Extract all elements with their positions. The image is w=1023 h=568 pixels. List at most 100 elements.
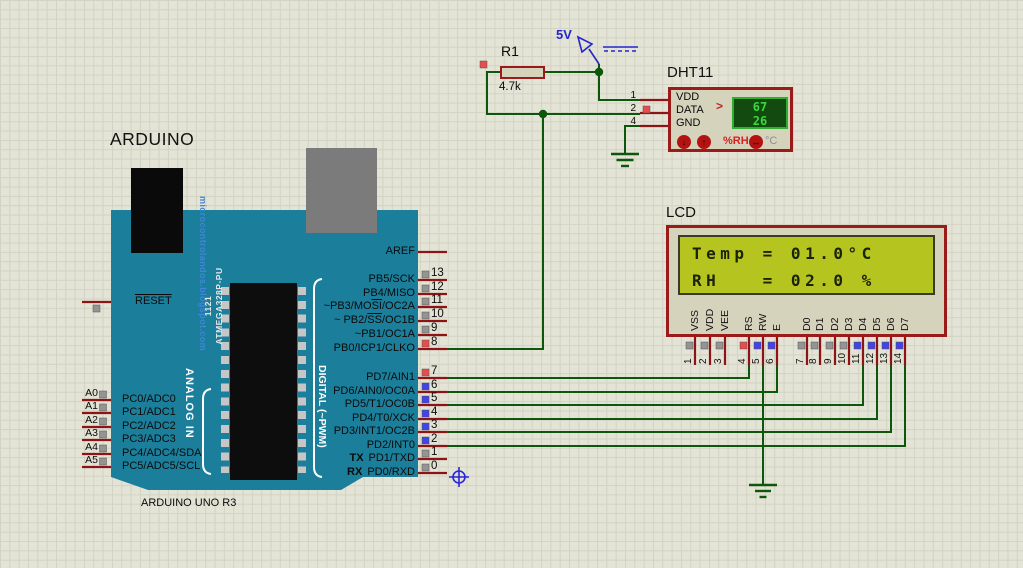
dht11-temperature-value: 26 — [752, 114, 768, 128]
atmega-chip[interactable] — [230, 283, 297, 480]
label-text: PD3/INT1/OC2B — [333, 425, 415, 437]
pin-label-pc1: PC1/ADC1 — [122, 406, 176, 418]
chip-pins-left — [221, 287, 229, 473]
pin-0[interactable]: 0 — [431, 460, 438, 472]
state-square-reset — [92, 304, 101, 313]
pin-8[interactable]: 8 — [431, 336, 438, 348]
label-text: /OC2A — [381, 300, 415, 312]
lcd-pin-label-vee: VEE — [719, 309, 731, 331]
state-square-pin11 — [421, 297, 430, 306]
lcd-pin-3[interactable]: 3 — [713, 358, 724, 364]
pin-a2[interactable]: A2 — [85, 414, 98, 426]
lcd-pin-label-d2: D2 — [829, 317, 841, 331]
tx-label: TX — [349, 452, 364, 464]
pin-11[interactable]: 11 — [431, 294, 443, 306]
lcd-pin-13[interactable]: 13 — [879, 352, 890, 364]
state-square-pin3 — [421, 422, 430, 431]
dht11-humidity-value: 67 — [752, 100, 768, 114]
label-text: PD2/INT0 — [366, 439, 415, 451]
pin-9[interactable]: 9 — [431, 322, 438, 334]
label-text: PD0/RXD — [367, 466, 415, 478]
resistor-r1-body[interactable] — [500, 66, 545, 79]
pin-label-pc3: PC3/ADC3 — [122, 433, 176, 445]
pin-a3[interactable]: A3 — [85, 427, 98, 439]
pin-3[interactable]: 3 — [431, 419, 438, 431]
wire-pin3-to-lcd-d6[interactable] — [447, 365, 892, 433]
lcd-pin-2[interactable]: 2 — [698, 358, 709, 364]
dht11-pin-2[interactable]: 2 — [630, 103, 636, 114]
pin-label-pd3: PD3/INT1/OC2B — [240, 425, 415, 437]
pin-label-pb5: PB5/SCK — [240, 273, 415, 285]
wire-data-to-arduino-pin8[interactable] — [447, 114, 544, 350]
lcd-pin-label-d1: D1 — [814, 317, 826, 331]
state-square-pin9 — [421, 325, 430, 334]
ground-symbol-lcd — [749, 483, 777, 499]
power-jack — [131, 168, 183, 253]
dht11-pin-1[interactable]: 1 — [630, 90, 636, 101]
pin-a0[interactable]: A0 — [85, 387, 98, 399]
reset-pin-label: RESET — [135, 295, 172, 307]
wire-pin5-to-lcd-d4[interactable] — [447, 365, 864, 406]
state-square-pin0 — [421, 463, 430, 472]
lcd-pin-7[interactable]: 7 — [795, 358, 806, 364]
pin-12[interactable]: 12 — [431, 281, 444, 293]
state-square-pin1 — [421, 449, 430, 458]
label-overline: SS — [367, 314, 382, 326]
pin-5[interactable]: 5 — [431, 392, 438, 404]
pin-a1[interactable]: A1 — [85, 400, 98, 412]
wire-pin4-to-lcd-d5[interactable] — [447, 365, 878, 420]
lcd-pin-label-d0: D0 — [801, 317, 813, 331]
resistor-ref: R1 — [501, 43, 519, 59]
pin-7[interactable]: 7 — [431, 365, 438, 377]
lcd-pin-10[interactable]: 10 — [837, 352, 848, 364]
pin-label-aref: AREF — [385, 245, 415, 257]
state-square-dht-data — [642, 105, 651, 114]
label-text: PD7/AIN1 — [366, 371, 415, 383]
lcd-pin-8[interactable]: 8 — [808, 358, 819, 364]
pin-10[interactable]: 10 — [431, 308, 444, 320]
lcd-pin-label-e: E — [771, 323, 783, 331]
wire-pin7-to-lcd-rs[interactable] — [447, 365, 750, 379]
lcd-pin-5[interactable]: 5 — [751, 358, 762, 364]
pin-label-pc4: PC4/ADC4/SDA — [122, 447, 202, 459]
pin-a5[interactable]: A5 — [85, 454, 98, 466]
dht11-pin-4[interactable]: 4 — [630, 116, 636, 127]
pin-1[interactable]: 1 — [431, 446, 438, 458]
state-square-pin6 — [421, 382, 430, 391]
pin-label-pb0: PB0/ICP1/CLKO — [240, 342, 415, 354]
state-square-a0 — [99, 390, 107, 399]
power-terminal-5v[interactable] — [576, 35, 638, 65]
pin-label-pb2: ~ PB2/SS/OC1B — [240, 314, 415, 326]
state-square-a3 — [99, 430, 107, 439]
label-overline: SI — [371, 300, 382, 312]
dht11-down-button[interactable]: ↓ — [677, 135, 691, 149]
pin-13[interactable]: 13 — [431, 267, 444, 279]
pin-2[interactable]: 2 — [431, 433, 438, 445]
lcd-pin-12[interactable]: 12 — [865, 352, 876, 364]
usb-connector — [306, 148, 377, 233]
wire-dht-gnd[interactable] — [624, 125, 640, 154]
lcd-pin-9[interactable]: 9 — [823, 358, 834, 364]
pin-a4[interactable]: A4 — [85, 441, 98, 453]
lcd-pin-1[interactable]: 1 — [683, 358, 694, 364]
lcd-pin-14[interactable]: 14 — [893, 352, 904, 364]
wire-pin2-to-lcd-d7[interactable] — [447, 365, 906, 447]
label-text: ~PB1/OC1A — [354, 328, 415, 340]
label-text: PB0/ICP1/CLKO — [333, 342, 415, 354]
lcd-pin-4[interactable]: 4 — [737, 358, 748, 364]
pin-label-pb3: ~PB3/MOSI/OC2A — [240, 300, 415, 312]
state-square-pin5 — [421, 395, 430, 404]
pin-6[interactable]: 6 — [431, 379, 438, 391]
state-square-pin7 — [421, 368, 430, 377]
lcd-screen: Temp = 01.0°C RH = 02.0 % — [678, 235, 935, 295]
pin-4[interactable]: 4 — [431, 406, 438, 418]
dht11-pin-label-gnd: GND — [676, 117, 701, 129]
analog-in-group-label: ANALOG IN — [182, 368, 195, 439]
wire-pin6-to-lcd-e[interactable] — [447, 365, 778, 393]
dht11-up-button[interactable]: ↑ — [697, 135, 711, 149]
lcd-pin-11[interactable]: 11 — [851, 353, 862, 364]
label-text: PB4/MISO — [363, 287, 415, 299]
lcd-pin-6[interactable]: 6 — [765, 358, 776, 364]
dht11-leftright-button[interactable]: ↔ — [749, 135, 763, 149]
